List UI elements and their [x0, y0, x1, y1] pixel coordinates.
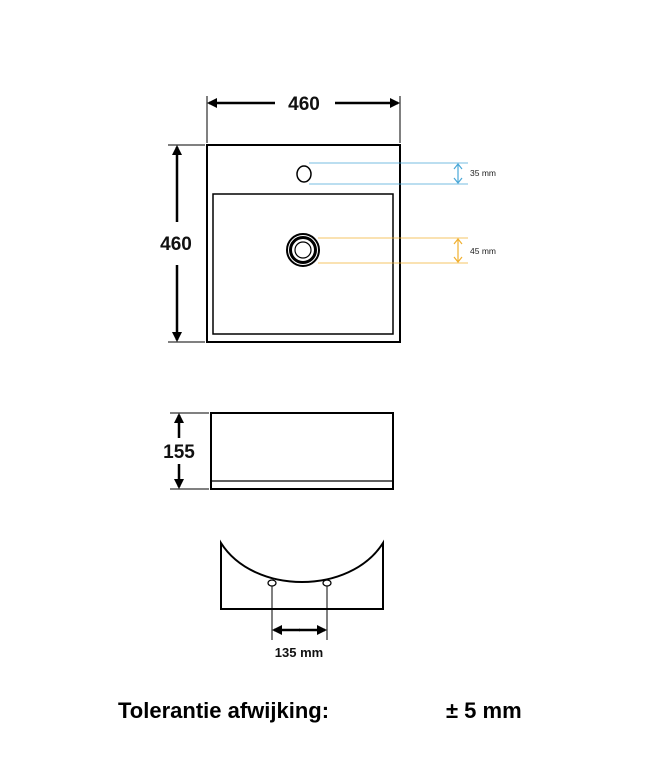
drain-outer-ring	[286, 233, 320, 267]
tap-offset-label: 35 mm	[470, 168, 496, 178]
mounting-hole-left	[267, 579, 277, 587]
width-label: 460	[288, 94, 320, 115]
tolerance-label: Tolerantie afwijking:	[118, 698, 330, 723]
back-view: 135 mm	[220, 539, 384, 660]
depth-label: 460	[160, 234, 192, 255]
drain-inner	[294, 241, 312, 259]
back-view-outline	[220, 539, 384, 610]
mounting-hole-right	[322, 579, 332, 587]
basin-inner-bowl	[212, 193, 394, 335]
front-view: 155	[163, 412, 394, 490]
basin-outer-outline	[206, 144, 401, 343]
mounting-spacing-label: 135 mm	[275, 645, 323, 660]
tolerance-value: ± 5 mm	[446, 698, 522, 723]
drain-ring-middle	[289, 236, 317, 264]
height-label: 155	[163, 442, 195, 463]
tap-dim-arrowhead-bottom	[453, 177, 463, 184]
front-view-body	[210, 412, 394, 490]
drain-dim-arrowhead-bottom	[453, 256, 463, 263]
top-view: 460 460 35 mm 45 mm	[160, 94, 496, 343]
tap-dim-arrowhead-top	[453, 163, 463, 170]
drain-dim-arrowhead-top	[453, 238, 463, 245]
drain-offset-label: 45 mm	[470, 246, 496, 256]
tap-hole	[296, 165, 312, 183]
